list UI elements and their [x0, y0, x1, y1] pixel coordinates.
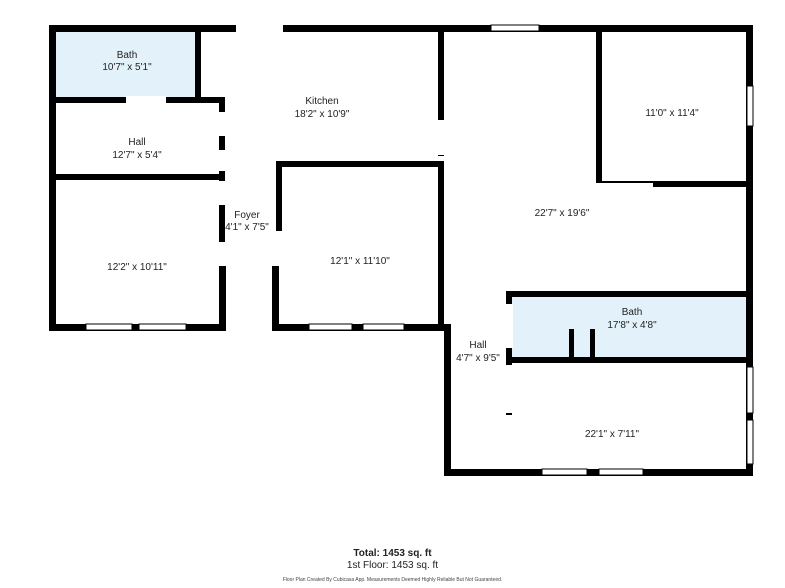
foyer-name: Foyer: [234, 210, 260, 221]
total-area: Total: 1453 sq. ft: [353, 548, 432, 559]
foyer-dims: 4'1" x 7'5": [225, 222, 269, 233]
kitchen-dims: 18'2" x 10'9": [295, 109, 350, 120]
hall-2-name: Hall: [469, 340, 486, 351]
hall-2-dims: 4'7" x 9'5": [456, 353, 500, 364]
bedroom-2-dims: 12'1" x 11'10": [330, 256, 390, 267]
bath-2-dims: 17'8" x 4'8": [607, 320, 657, 331]
bath-2-fill: [512, 296, 746, 358]
room-ne-dims: 11'0" x 11'4": [645, 108, 699, 119]
disclaimer: Floor Plan Created By Cubicasa App. Meas…: [282, 577, 503, 583]
floor-area: 1st Floor: 1453 sq. ft: [346, 560, 439, 571]
room-se-dims: 22'1" x 7'11": [585, 429, 640, 440]
doorways: [126, 24, 653, 413]
hall-1-name: Hall: [128, 137, 145, 148]
living-dims: 22'7" x 19'6": [535, 208, 590, 219]
windows: [85, 24, 754, 476]
bath-1-dims: 10'7" x 5'1": [102, 62, 152, 73]
bedroom-1-dims: 12'2" x 10'11": [107, 262, 167, 273]
bath-1-name: Bath: [117, 50, 138, 61]
bath-2-name: Bath: [622, 307, 643, 318]
kitchen-name: Kitchen: [305, 96, 338, 107]
bath-1-fill: [55, 31, 198, 98]
hall-1-dims: 12'7" x 5'4": [112, 150, 162, 161]
